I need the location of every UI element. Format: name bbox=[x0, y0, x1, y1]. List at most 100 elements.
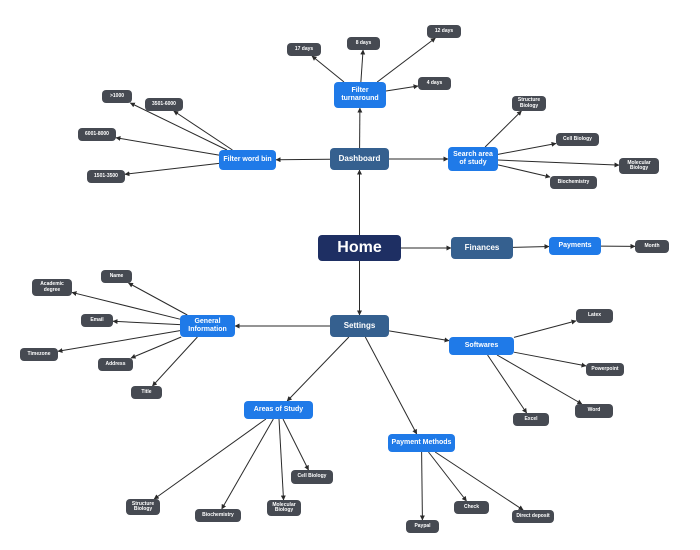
name-field-node[interactable]: Name bbox=[101, 270, 132, 283]
email-field-label: Email bbox=[90, 316, 104, 323]
word-node[interactable]: Word bbox=[575, 404, 613, 418]
bin-3501-6000-label: 3501-6000 bbox=[152, 100, 176, 107]
check-node[interactable]: Check bbox=[454, 501, 489, 514]
name-field-label: Name bbox=[109, 272, 124, 279]
connector-arrow bbox=[484, 110, 522, 148]
connector-arrow bbox=[385, 84, 419, 92]
payment-methods-label: Payment Methods bbox=[391, 439, 452, 447]
dashboard-label: Dashboard bbox=[338, 153, 381, 163]
softwares-label: Softwares bbox=[464, 342, 499, 350]
connector-arrow bbox=[124, 162, 220, 177]
molecular-biology-label: Molecular Biology bbox=[272, 501, 296, 513]
days-17-label: 17 days bbox=[294, 45, 314, 52]
days-4-label: 4 days bbox=[426, 79, 443, 86]
bin-1501-3500-node[interactable]: 1501-3500 bbox=[87, 170, 125, 183]
biochemistry-label: Biochemistry bbox=[202, 511, 234, 518]
search-molecular-biology-node[interactable]: Molecular Biology bbox=[619, 158, 659, 174]
paypal-label: Paypal bbox=[414, 522, 431, 529]
finances-node[interactable]: Finances bbox=[451, 237, 513, 259]
bin-3501-6000-node[interactable]: 3501-6000 bbox=[145, 98, 183, 111]
connector-arrow bbox=[128, 282, 188, 316]
days-12-node[interactable]: 12 days bbox=[427, 25, 461, 38]
settings-node[interactable]: Settings bbox=[330, 315, 389, 337]
connector-arrow bbox=[130, 336, 182, 359]
settings-label: Settings bbox=[343, 320, 376, 330]
connector-arrow bbox=[153, 418, 267, 500]
dashboard-node[interactable]: Dashboard bbox=[330, 148, 389, 170]
title-field-label: Title bbox=[141, 388, 152, 395]
days-8-node[interactable]: 8 days bbox=[347, 37, 380, 50]
connector-arrow bbox=[115, 136, 220, 156]
days-8-label: 8 days bbox=[355, 39, 372, 46]
title-field-node[interactable]: Title bbox=[131, 386, 162, 399]
days-12-label: 12 days bbox=[434, 27, 454, 34]
connector-arrow bbox=[57, 330, 181, 354]
bin-6001-8000-node[interactable]: 6001-8000 bbox=[78, 128, 116, 141]
paypal-node[interactable]: Paypal bbox=[406, 520, 439, 533]
excel-node[interactable]: Excel bbox=[513, 413, 549, 426]
address-node[interactable]: Address bbox=[98, 358, 133, 371]
days-4-node[interactable]: 4 days bbox=[418, 77, 451, 90]
connector-arrow bbox=[496, 354, 583, 405]
filter-turnaround-node[interactable]: Filter turnaround bbox=[334, 82, 386, 108]
connector-arrow bbox=[434, 451, 524, 511]
search-area-label: Search area of study bbox=[453, 151, 493, 166]
connector-arrow bbox=[419, 451, 425, 521]
molecular-biology-node[interactable]: Molecular Biology bbox=[267, 500, 301, 516]
bin-over-1000-node[interactable]: >1000 bbox=[102, 90, 132, 103]
connector-arrow bbox=[173, 110, 233, 151]
connector-arrow bbox=[513, 351, 587, 368]
connector-arrow bbox=[497, 159, 620, 168]
bin-over-1000-label: >1000 bbox=[109, 92, 125, 99]
search-area-node[interactable]: Search area of study bbox=[448, 147, 498, 171]
month-node[interactable]: Month bbox=[635, 240, 669, 253]
connector-arrow bbox=[311, 55, 345, 83]
connector-arrow bbox=[112, 319, 181, 326]
filter-word-bin-node[interactable]: Filter word bin bbox=[219, 150, 276, 170]
connector-arrow bbox=[497, 164, 551, 179]
payments-node[interactable]: Payments bbox=[549, 237, 601, 255]
address-label: Address bbox=[105, 360, 126, 367]
search-biochemistry-node[interactable]: Biochemistry bbox=[550, 176, 597, 189]
month-label: Month bbox=[644, 242, 660, 249]
powerpoint-node[interactable]: Powerpoint bbox=[586, 363, 624, 376]
areas-of-study-node[interactable]: Areas of Study bbox=[244, 401, 313, 419]
connector-arrow bbox=[388, 330, 450, 343]
search-cell-biology-label: Cell Biology bbox=[563, 135, 592, 142]
connector-arrow bbox=[152, 336, 198, 387]
filter-word-bin-label: Filter word bin bbox=[223, 156, 272, 164]
academic-degree-node[interactable]: Academic degree bbox=[32, 279, 72, 296]
general-information-node[interactable]: General Information bbox=[180, 315, 235, 337]
academic-degree-label: Academic degree bbox=[40, 281, 64, 293]
timezone-node[interactable]: Timezone bbox=[20, 348, 58, 361]
biochemistry-node[interactable]: Biochemistry bbox=[195, 509, 241, 522]
payment-methods-node[interactable]: Payment Methods bbox=[388, 434, 455, 452]
connector-arrow bbox=[282, 418, 309, 471]
latex-label: Latex bbox=[587, 312, 602, 319]
home-label: Home bbox=[337, 239, 382, 257]
days-17-node[interactable]: 17 days bbox=[287, 43, 321, 56]
filter-turnaround-label: Filter turnaround bbox=[341, 87, 379, 102]
direct-deposit-node[interactable]: Direct deposit bbox=[512, 510, 554, 523]
connector-arrow bbox=[278, 418, 286, 501]
bin-6001-8000-label: 6001-8000 bbox=[85, 130, 109, 137]
connector-arrow bbox=[512, 244, 550, 250]
email-field-node[interactable]: Email bbox=[81, 314, 113, 327]
cell-biology-node[interactable]: Cell Biology bbox=[291, 470, 333, 484]
connector-arrow bbox=[360, 49, 366, 83]
general-information-label: General Information bbox=[188, 318, 227, 333]
connector-arrow bbox=[513, 319, 577, 338]
cell-biology-label: Cell Biology bbox=[297, 473, 327, 480]
search-cell-biology-node[interactable]: Cell Biology bbox=[556, 133, 599, 146]
connector-arrow bbox=[428, 451, 467, 502]
connector-arrow bbox=[221, 418, 274, 510]
bin-1501-3500-label: 1501-3500 bbox=[94, 172, 118, 179]
connector-arrow bbox=[497, 141, 557, 155]
latex-node[interactable]: Latex bbox=[576, 309, 613, 323]
home-node[interactable]: Home bbox=[318, 235, 401, 261]
softwares-node[interactable]: Softwares bbox=[449, 337, 514, 355]
search-structure-biology-node[interactable]: Structure Biology bbox=[512, 96, 546, 111]
structure-biology-node[interactable]: Structure Biology bbox=[126, 499, 160, 515]
